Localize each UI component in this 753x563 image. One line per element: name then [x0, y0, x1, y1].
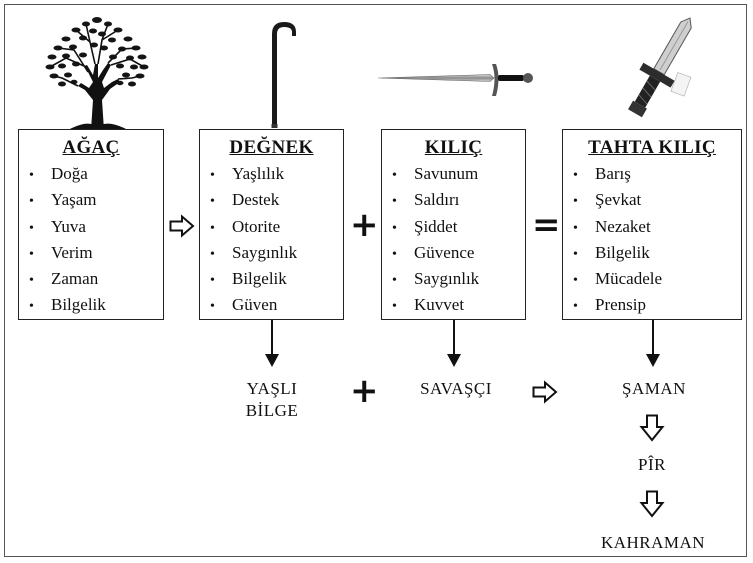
list-item: Saygınlık	[210, 241, 343, 267]
wooden-sword-icon	[628, 17, 692, 118]
label-pir: PÎR	[638, 455, 666, 474]
label-yasli: YAŞLI	[246, 379, 298, 398]
list-item: Savunum	[392, 162, 525, 188]
list-item: Şiddet	[392, 215, 525, 241]
list-item: Verim	[29, 241, 163, 267]
hollow-arrow-icon	[639, 490, 665, 518]
sword-icon	[377, 64, 533, 96]
list-item: Barış	[573, 162, 741, 188]
list-item: Bilgelik	[573, 241, 741, 267]
list-item: Doğa	[29, 162, 163, 188]
label-saman: ŞAMAN	[622, 379, 686, 398]
list-item: Destek	[210, 188, 343, 214]
list-item: Güvence	[392, 241, 525, 267]
plus-operator: +	[350, 371, 379, 411]
label-bilge: BİLGE	[245, 401, 299, 420]
hollow-arrow-icon	[639, 414, 665, 442]
list-item: Zaman	[29, 267, 163, 293]
list-item: Nezaket	[573, 215, 741, 241]
list-item: Saygınlık	[392, 267, 525, 293]
box-title-tahta-kilic: TAHTA KILIÇ	[588, 137, 716, 158]
list-item: Yuva	[29, 215, 163, 241]
down-arrow-icon	[447, 320, 461, 367]
list-item: Saldırı	[392, 188, 525, 214]
diagram-frame	[4, 4, 747, 557]
box-title-degnek: DEĞNEK	[229, 137, 314, 158]
box-kilic: KILIÇ Savunum Saldırı Şiddet Güvence Say…	[381, 129, 526, 320]
list-item: Otorite	[210, 215, 343, 241]
list-item: Bilgelik	[210, 267, 343, 293]
list-item: Yaşlılık	[210, 162, 343, 188]
list-item: Şevkat	[573, 188, 741, 214]
box-tahta-kilic: TAHTA KILIÇ Barış Şevkat Nezaket Bilgeli…	[562, 129, 742, 320]
down-arrow-icon	[265, 320, 279, 367]
box-title-kilic: KILIÇ	[424, 137, 483, 158]
list-item: Güven	[210, 293, 343, 319]
label-kahraman: KAHRAMAN	[600, 533, 706, 552]
list-item: Prensip	[573, 293, 741, 319]
box-degnek: DEĞNEK Yaşlılık Destek Otorite Saygınlık…	[199, 129, 344, 320]
box-title-agac: AĞAÇ	[62, 137, 120, 158]
tree-icon	[45, 17, 149, 130]
cane-icon	[271, 22, 296, 128]
hollow-arrow-icon	[532, 380, 558, 404]
equals-operator: =	[532, 205, 561, 245]
list-item: Kuvvet	[392, 293, 525, 319]
hollow-arrow-icon	[169, 214, 195, 238]
label-savasci: SAVAŞÇI	[420, 379, 492, 398]
list-item: Mücadele	[573, 267, 741, 293]
list-item: Bilgelik	[29, 293, 163, 319]
plus-operator: +	[350, 205, 379, 245]
box-agac: AĞAÇ Doğa Yaşam Yuva Verim Zaman Bilgeli…	[18, 129, 164, 320]
list-item: Yaşam	[29, 188, 163, 214]
down-arrow-icon	[646, 320, 660, 367]
